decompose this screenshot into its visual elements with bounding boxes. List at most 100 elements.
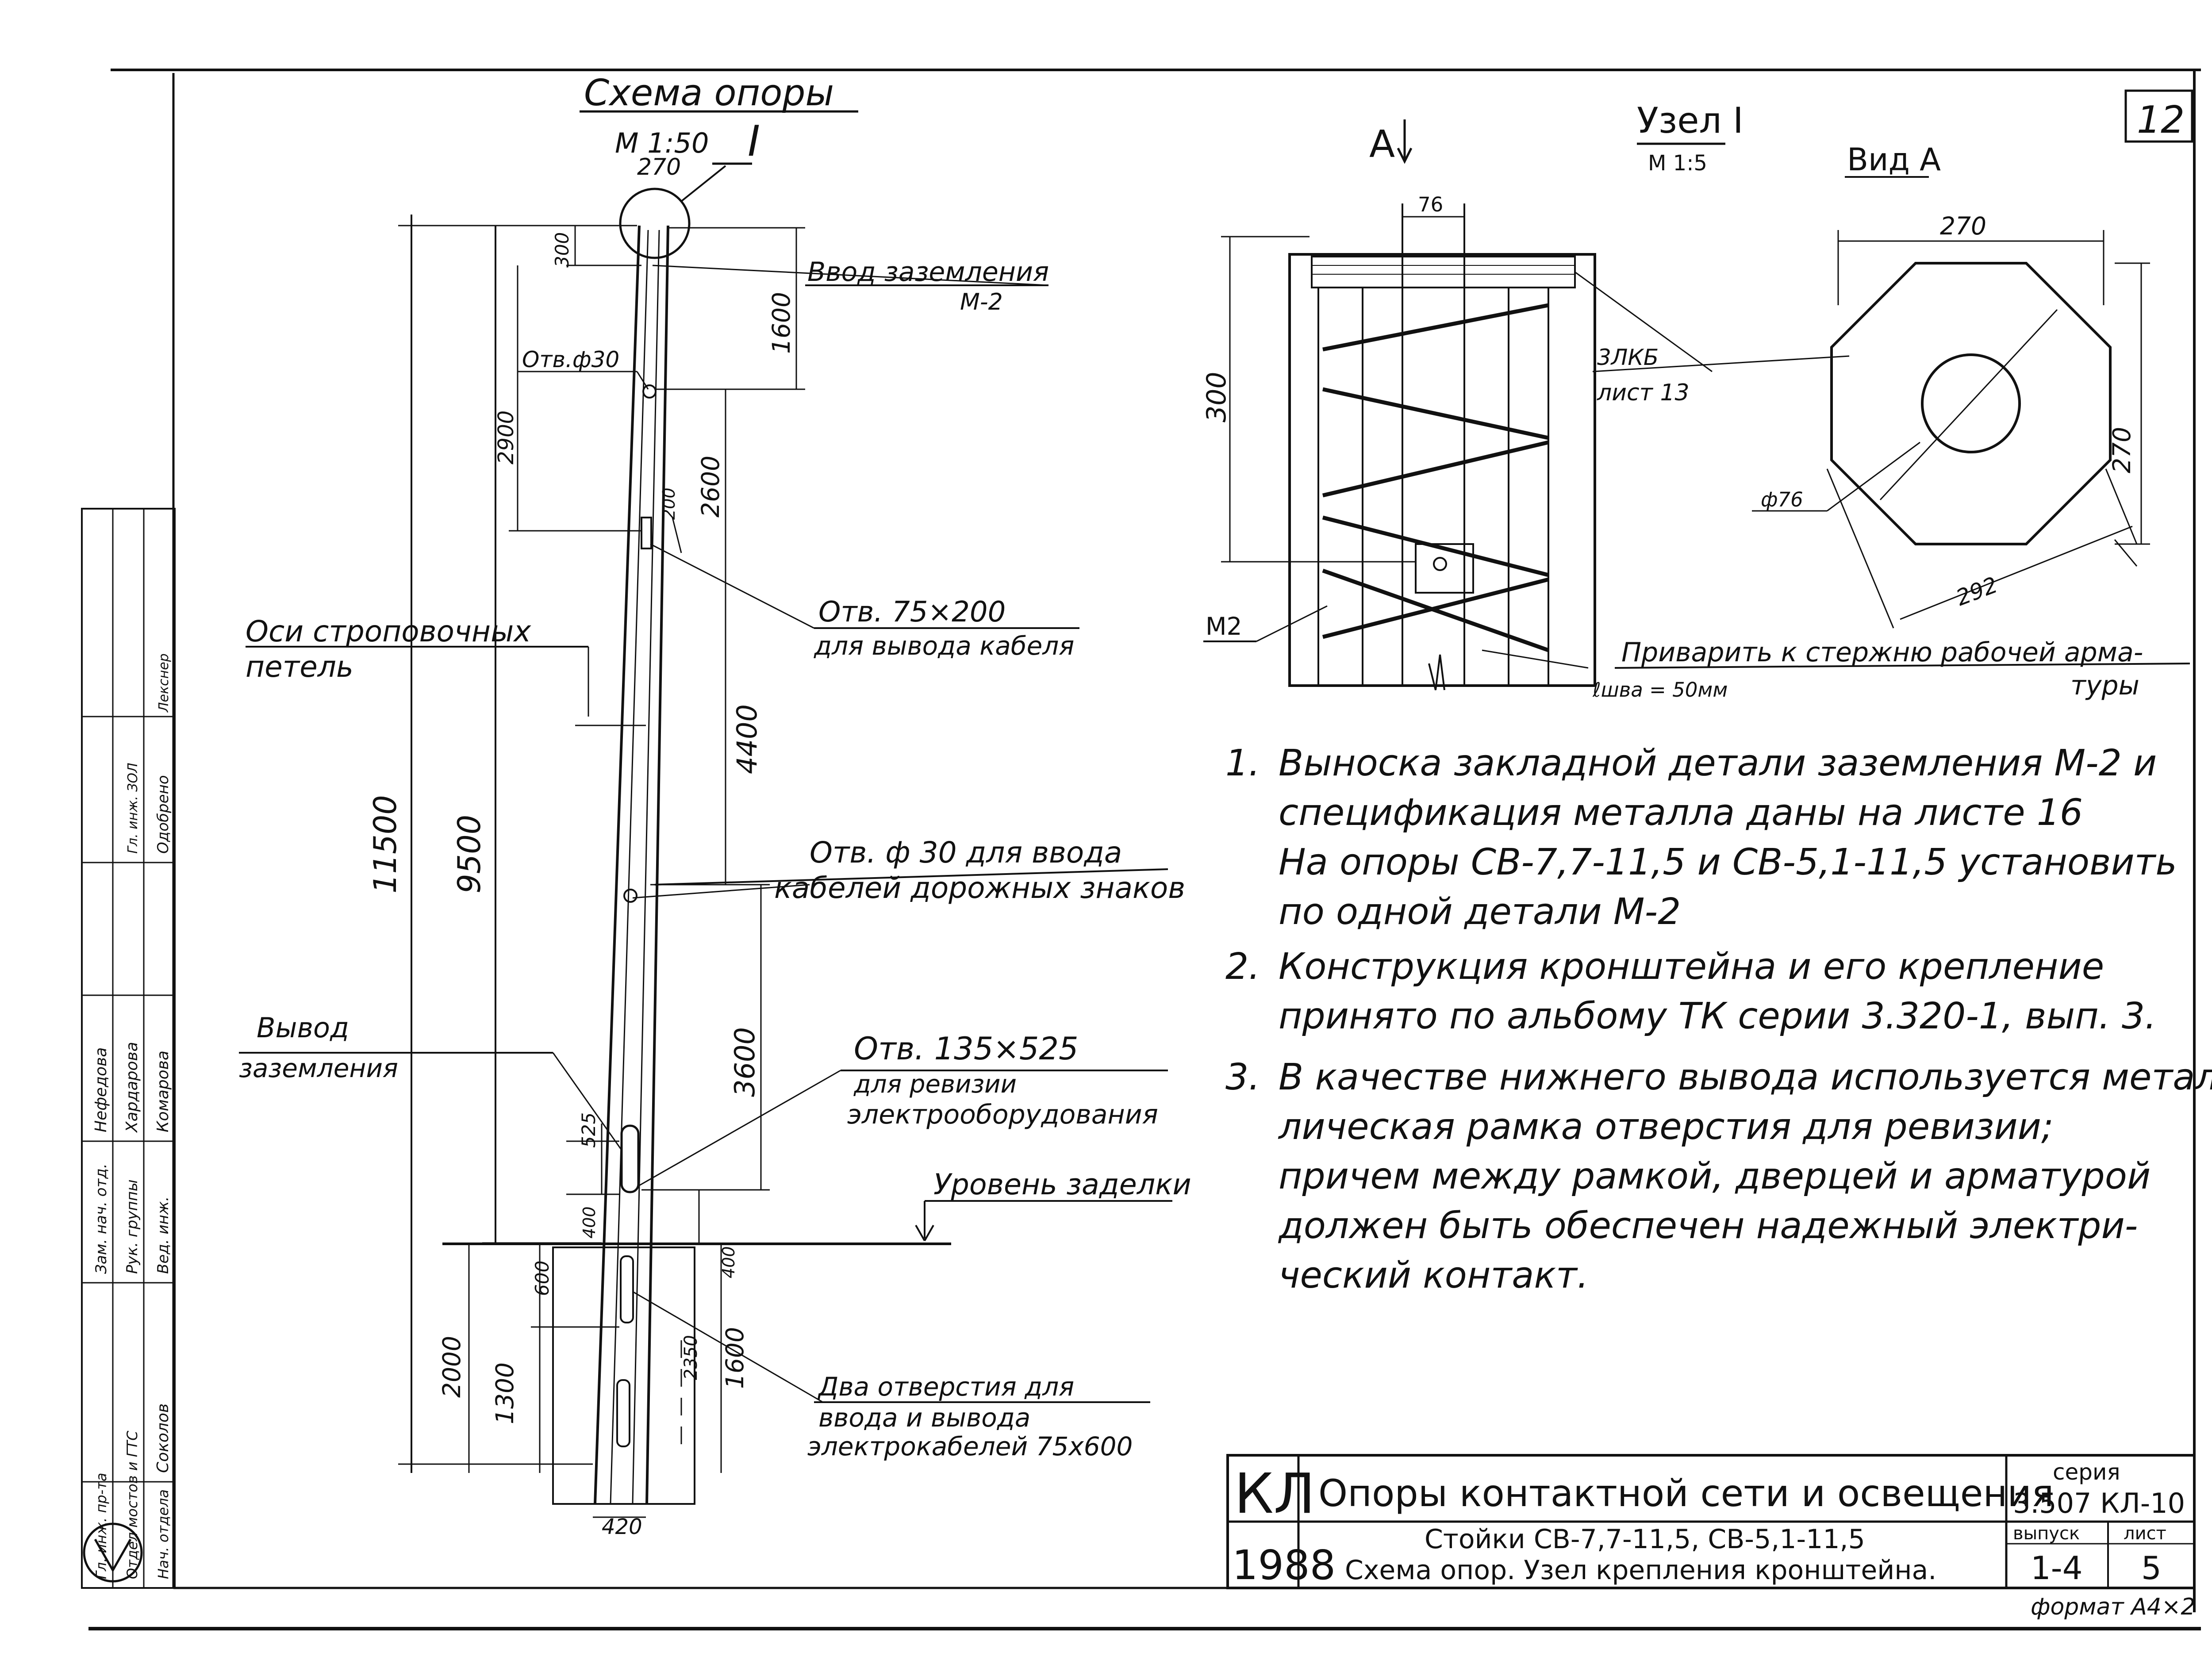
dim-above-ground: 9500 <box>451 815 488 894</box>
note-line: Выноска закладной детали заземления М-2 … <box>1279 742 2157 784</box>
note-line: ческий контакт. <box>1279 1254 1589 1296</box>
drawing-frame <box>88 69 2201 1630</box>
stamp-role: Нач. отдела <box>155 1489 172 1579</box>
stamp-role: Отдел мостов и ГТС <box>124 1430 141 1579</box>
bottom-width-dim: 420 <box>602 1515 642 1539</box>
hole30-label: Отв.ф30 <box>522 347 619 372</box>
dim-slot-400: 400 <box>580 1206 599 1239</box>
note-line: спецификация металла даны на листе 16 <box>1279 792 2083 834</box>
revision-label-1: Отв. 135×525 <box>854 1031 1079 1067</box>
side-stamp: Зам. нач. отд. Нефедова Рук. группы Хард… <box>81 508 176 1589</box>
slot75-label: Отв. 75×200 <box>818 596 1006 629</box>
ground-input-label: Ввод заземления <box>807 257 1049 288</box>
dim-76: 76 <box>1418 193 1443 216</box>
weld-length: ℓшва = 50мм <box>1592 678 1728 702</box>
dim-slot: 200 <box>659 487 679 520</box>
dim-total-height: 11500 <box>367 795 403 894</box>
note-number: 3. <box>1225 1056 1260 1098</box>
center-hole <box>1921 353 2021 453</box>
view-dim-292: 292 <box>1953 572 2001 611</box>
top-width-dim: 270 <box>637 154 681 180</box>
stamp-role: Рук. группы <box>123 1179 141 1274</box>
stamp-role: Вед. инж. <box>154 1196 172 1274</box>
note-line: причем между рамкой, дверцей и арматурой <box>1279 1155 2151 1197</box>
note-line: В качестве нижнего вывода используется м… <box>1279 1056 2212 1098</box>
year: 1988 <box>1232 1542 1336 1589</box>
org-logo <box>83 1522 143 1583</box>
stamp-name: Комарова <box>154 1051 172 1132</box>
series-label: серия <box>2053 1459 2120 1485</box>
hole30-signs-label-2: кабелей дорожных знаков <box>774 871 1185 905</box>
dim-right-400: 400 <box>719 1246 738 1278</box>
ground-out-label-2: заземления <box>239 1053 398 1083</box>
note-line: по одной детали М-2 <box>1279 891 1681 933</box>
mark-3lkb: 3ЛКБ <box>1597 345 1659 370</box>
node-scale: М 1:5 <box>1648 151 1707 176</box>
view-dim-270-side: 270 <box>2108 427 2136 473</box>
series-value: 3.507 КЛ-10 <box>2013 1487 2185 1519</box>
dim-upper: 2900 <box>494 410 518 464</box>
dim-below-2350: 2350 <box>681 1335 701 1380</box>
sheet-value: 5 <box>2141 1549 2162 1587</box>
sheet-number: 12 <box>2137 98 2185 142</box>
note-line: принято по альбому ТК серии 3.320-1, вып… <box>1279 995 2157 1037</box>
ground-input-sub: М-2 <box>960 289 1003 315</box>
ground-out-label-1: Вывод <box>257 1012 349 1044</box>
stamp-name: Соколов <box>154 1404 172 1473</box>
node-detail: Узел I М 1:5 А 76 300 <box>1201 100 2190 702</box>
dim-right-top: 1600 <box>767 292 795 354</box>
node-circle <box>619 188 691 259</box>
stamp-role: Зам. нач. отд. <box>92 1163 110 1274</box>
dim-below-1300: 1300 <box>491 1362 519 1424</box>
dim-right-low: 4400 <box>731 704 763 774</box>
dim-below-600: 600 <box>531 1261 553 1296</box>
stamp-approved-by: Лекснер <box>156 653 172 713</box>
weld-note-1: Приварить к стержню рабочей арма- <box>1621 637 2143 668</box>
title-block: КЛ 1988 Опоры контактной сети и освещени… <box>1226 1454 2196 1620</box>
slot75-sub: для вывода кабеля <box>814 631 1074 661</box>
dim-right-ground: 3600 <box>729 1027 761 1097</box>
stamp-approved-by: Гл. инж. ЗОЛ <box>125 763 141 854</box>
dim-right-mid: 2600 <box>696 456 725 518</box>
two-holes-label-2: ввода и вывода <box>818 1403 1030 1433</box>
weld-note-2: туры <box>2070 670 2139 701</box>
sheet-label: лист <box>2124 1523 2166 1544</box>
two-holes-label-1: Два отверстия для <box>817 1372 1074 1402</box>
revision-label-2: для ревизии <box>853 1070 1017 1099</box>
section-mark: А <box>1369 123 1395 166</box>
node-mark: I <box>748 117 760 166</box>
stamp-name: Хардарова <box>123 1042 141 1133</box>
sheet-number-box: 12 <box>2124 89 2193 143</box>
note-number: 2. <box>1225 946 1260 988</box>
note-line: Конструкция кронштейна и его крепление <box>1279 946 2104 988</box>
note-line: должен быть обеспечен надежный электри- <box>1279 1205 2138 1247</box>
view-dim-270-top: 270 <box>1940 212 1986 240</box>
dim-below-2000: 2000 <box>438 1336 466 1398</box>
title-sub-2: Схема опор. Узел крепления кронштейна. <box>1345 1555 1936 1586</box>
title-main: Опоры контактной сети и освещения <box>1318 1472 2054 1515</box>
stamp-approved: Одобрено <box>154 775 172 854</box>
sling-axes-label-2: петель <box>246 650 353 684</box>
note-line: лическая рамка отверстия для ревизии; <box>1279 1106 2054 1148</box>
dim-300: 300 <box>1201 372 1232 422</box>
octagon-plate <box>1830 262 2112 545</box>
embed-level-label: Уровень заделки <box>933 1168 1191 1201</box>
hole30-signs-label-1: Отв. ф 30 для ввода <box>810 836 1122 870</box>
stamp-name: Нефедова <box>92 1047 110 1132</box>
view-dia: ф76 <box>1761 488 1803 511</box>
sheet-ref: лист 13 <box>1597 380 1690 406</box>
revision-label-3: электрооборудования <box>847 1099 1158 1130</box>
pole-schema: Схема опоры М 1:50 I 270 11500 9500 300 <box>239 72 1191 1539</box>
view-a: Вид А 270 ф76 270 292 <box>1752 142 2150 629</box>
m2-label: М2 <box>1206 612 1242 640</box>
title-sub-1: Стойки СВ-7,7-11,5, СВ-5,1-11,5 <box>1425 1524 1865 1555</box>
node-title: Узел I <box>1637 100 1743 141</box>
issue-value: 1-4 <box>2031 1549 2083 1587</box>
view-title: Вид А <box>1847 142 1941 178</box>
note-number: 1. <box>1225 742 1260 784</box>
schema-scale: М 1:50 <box>615 127 709 159</box>
two-holes-label-3: электрокабелей 75х600 <box>807 1431 1133 1461</box>
dim-below-1600: 1600 <box>721 1327 749 1389</box>
dim-top: 300 <box>551 232 573 268</box>
